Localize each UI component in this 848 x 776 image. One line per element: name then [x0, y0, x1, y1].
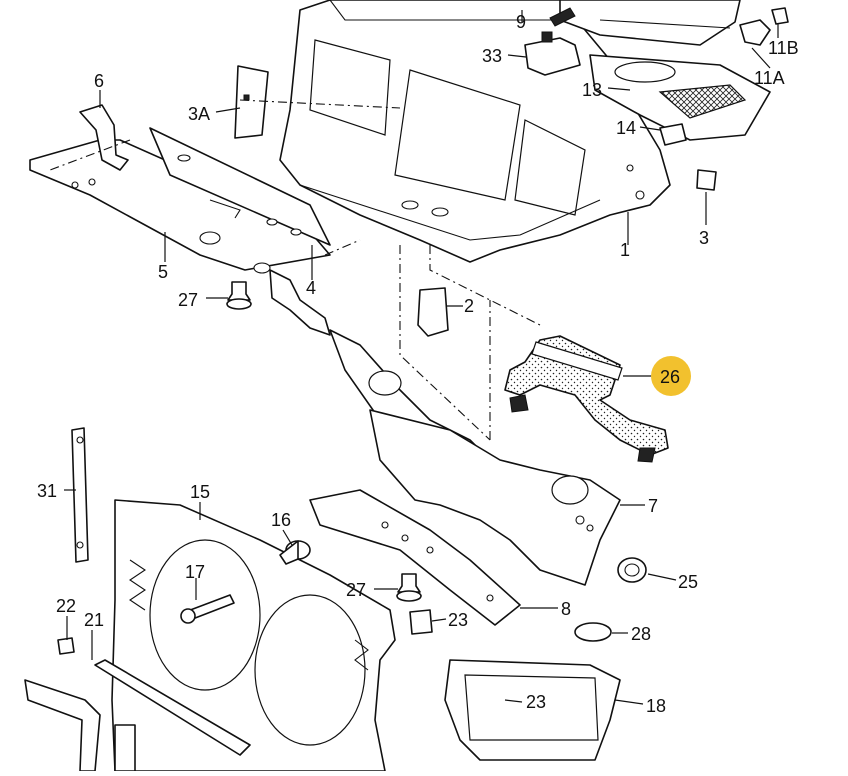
callout-23-upper-b: 23 — [448, 610, 468, 630]
bolt-part-17 — [180, 594, 235, 624]
callout-21: 21 — [84, 610, 104, 630]
clip-part-14 — [659, 123, 687, 146]
callout-14: 14 — [616, 118, 636, 138]
callout-7: 7 — [648, 496, 658, 516]
air-guide-part-13 — [589, 54, 771, 141]
bracket-part-3 — [696, 169, 717, 191]
bushing-part-16 — [279, 540, 311, 565]
callout-26: 26 — [660, 367, 680, 387]
callout-labels: 6 3A 5 4 27 9 33 11B 11A 13 14 1 3 2 26 … — [37, 12, 799, 716]
callout-16: 16 — [271, 510, 291, 530]
callout-17: 17 — [185, 562, 205, 582]
cover-panel-part-4 — [149, 127, 331, 246]
bracket-part-18 — [444, 659, 621, 761]
leader-lines — [64, 10, 779, 705]
cross-member-part-7 — [369, 409, 621, 586]
callout-28: 28 — [631, 624, 651, 644]
callout-18: 18 — [646, 696, 666, 716]
cover-part-3A — [234, 65, 269, 139]
callout-1: 1 — [620, 240, 630, 260]
clip-part-22 — [57, 637, 75, 655]
callout-4: 4 — [306, 278, 316, 298]
clip-part-11B — [739, 7, 789, 46]
callout-3: 3 — [699, 228, 709, 248]
callout-22: 22 — [56, 596, 76, 616]
callout-11B: 11B — [768, 38, 799, 58]
bracket-part-6 — [79, 104, 129, 171]
callout-2: 2 — [464, 296, 474, 316]
seal-part-31 — [71, 427, 89, 563]
callout-33: 33 — [482, 46, 502, 66]
clip-part-23-upper — [409, 609, 433, 635]
callout-25: 25 — [678, 572, 698, 592]
highlight-marker — [651, 356, 691, 396]
upper-bar-part-9 — [549, 0, 741, 46]
callout-9: 9 — [516, 12, 526, 32]
callout-23-lower: 23 — [526, 692, 546, 712]
reinforcement-part-8 — [309, 489, 521, 626]
clip-part-2 — [417, 287, 449, 337]
callout-15: 15 — [190, 482, 210, 502]
callout-31-final: 31 — [37, 481, 57, 501]
plug-part-28 — [574, 622, 612, 642]
callout-3A: 3A — [188, 104, 210, 124]
callout-27-lower: 27 — [346, 580, 366, 600]
radiator-frame-part-15 — [111, 499, 396, 772]
callout-13: 13 — [582, 80, 602, 100]
callout-5: 5 — [158, 262, 168, 282]
callout-11A: 11A — [754, 68, 785, 88]
bolt-part-27-upper — [226, 281, 252, 310]
lower-seal-strip — [24, 679, 136, 772]
callout-8: 8 — [561, 599, 571, 619]
bolt-part-27-lower — [396, 573, 422, 602]
callout-27-upper: 27 — [178, 290, 198, 310]
air-duct-part-26 — [504, 335, 669, 463]
lock-carrier-part-1 — [279, 0, 671, 263]
grommet-part-25 — [617, 557, 647, 583]
rail-part-21 — [94, 659, 251, 756]
assembly-lines — [49, 99, 541, 441]
bracket-part-33 — [524, 31, 581, 76]
callout-6: 6 — [94, 71, 104, 91]
